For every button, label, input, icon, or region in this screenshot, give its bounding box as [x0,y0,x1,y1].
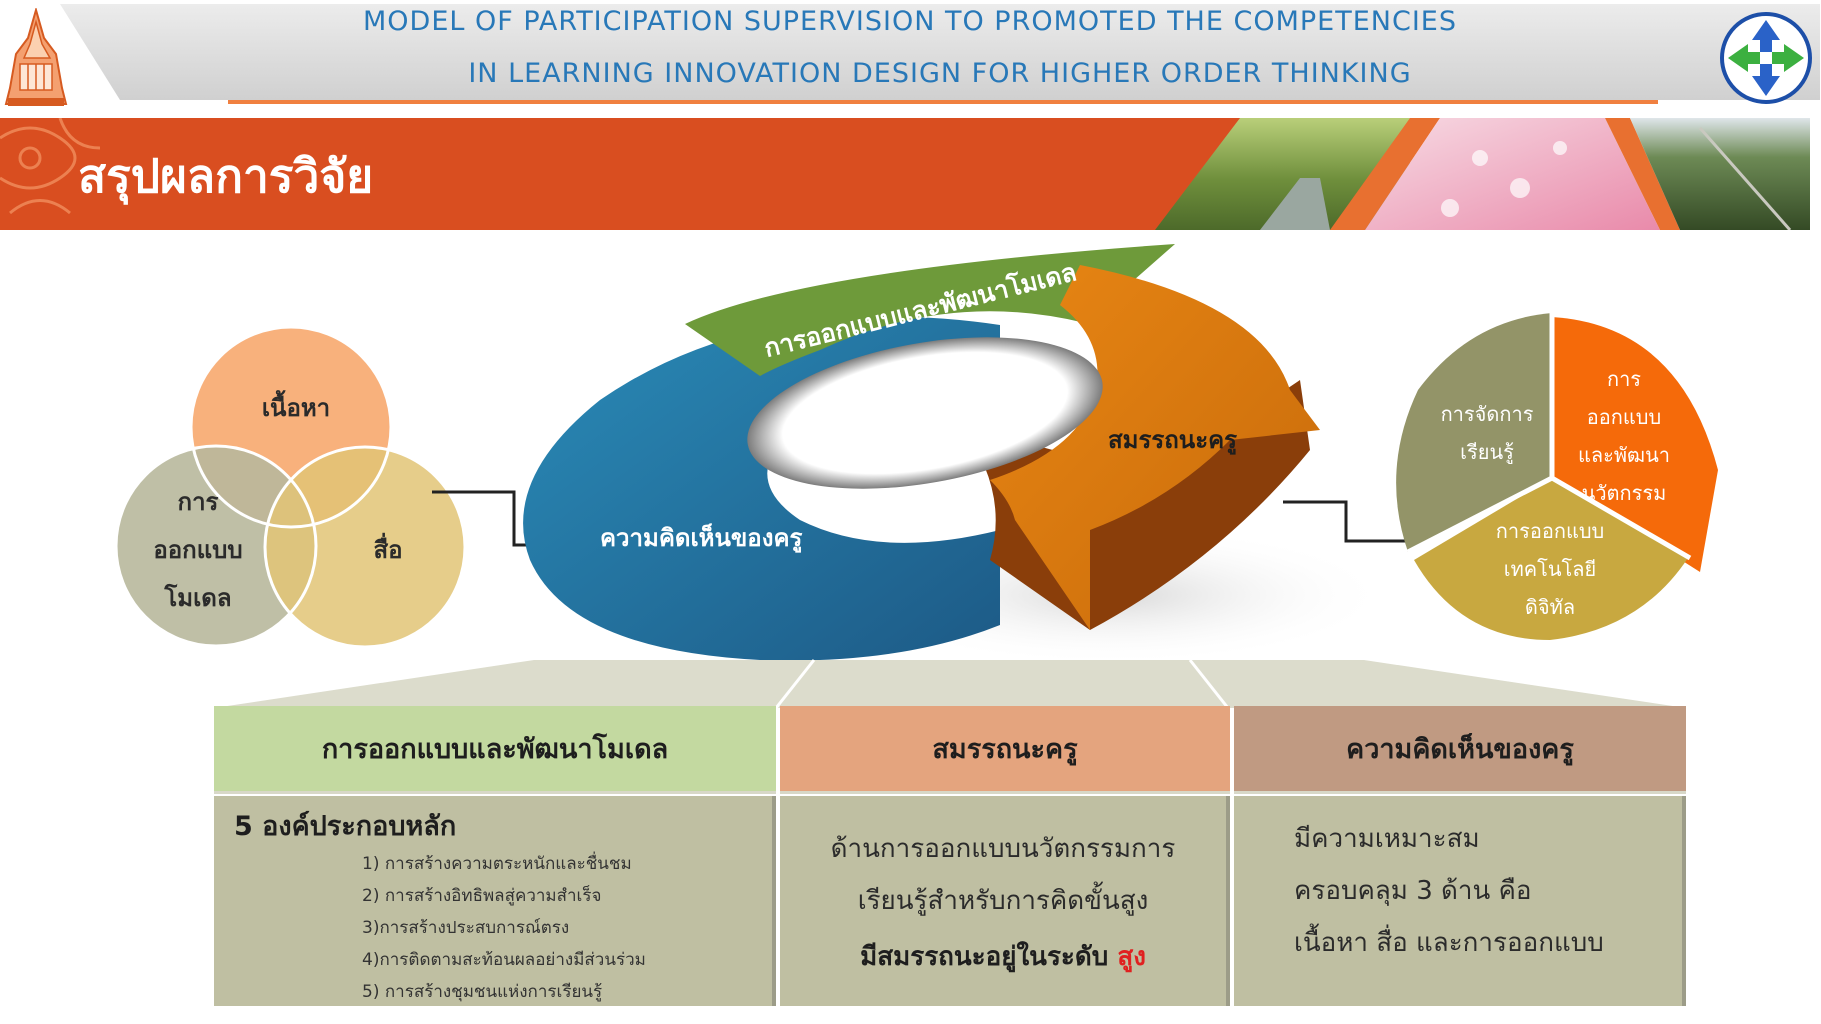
venn-label-media: สื่อ [373,536,403,564]
competency-line-3: มีสมรรถนะอยู่ในระดับ สูง [780,936,1226,977]
competency-level-value: สูง [1117,942,1146,972]
university-logo [4,8,68,106]
list-item: 1) การสร้างความตระหนักและชื่นชม [362,854,632,874]
venn-circle-media [265,447,465,647]
opinion-line-3: เนื้อหา สื่อ และการออกแบบ [1294,928,1604,958]
pie-label-learning-management: การจัดการ เรียนรู้ [1422,395,1552,471]
banner-title: สรุปผลการวิจัย [78,149,374,203]
list-item: 5) การสร้างชุมชนแห่งการเรียนรู้ [362,982,603,1002]
pie-label-digital-line-3: ดิจิทัล [1524,595,1576,619]
panel-model-design: การออกแบบและพัฒนาโมเดล 5 องค์ประกอบหลัก … [214,706,776,1006]
pie-slice-innovation [1552,317,1718,572]
list-item: 2) การสร้างอิทธิพลสู่ความสำเร็จ [362,886,602,906]
list-item: 3)การสร้างประสบการณ์ตรง [362,918,570,938]
pie-label-digital-line-2: เทคโนโลยี [1503,557,1597,581]
ring-segment-model-design [685,244,1175,376]
pie-label-innovation-line-3: และพัฒนา [1577,443,1671,467]
pie-label-digital-technology: การออกแบบ เทคโนโลยี ดิจิทัล [1480,512,1620,626]
venn-circle-design [116,446,316,646]
panel-projection [214,659,1686,708]
venn-label-design-line-3: โมเดล [164,584,232,612]
pie-slice-learning-management [1396,313,1552,552]
pie-label-learning-line-2: เรียนรู้ [1460,440,1514,464]
components-list: 1) การสร้างความตระหนักและชื่นชม 2) การสร… [362,848,646,1008]
opinion-line-2: ครอบคลุม 3 ด้าน คือ [1294,876,1532,906]
venn-label-content: เนื้อหา [261,394,331,422]
competency-level-label: มีสมรรถนะอยู่ในระดับ [860,942,1109,972]
ring-segment-teacher-opinion [523,316,1000,661]
competency-line-2: เรียนรู้สำหรับการคิดขั้นสูง [857,886,1149,916]
pie-label-innovation-line-2: ออกแบบ [1586,405,1662,429]
pie-label-digital-line-1: การออกแบบ [1495,519,1605,543]
header-banner [60,4,1820,104]
panel-model-design-body: 5 องค์ประกอบหลัก 1) การสร้างความตระหนักแ… [214,796,776,1006]
panel-model-design-header: การออกแบบและพัฒนาโมเดล [214,706,776,794]
panel-teacher-opinion-body: มีความเหมาะสม ครอบคลุม 3 ด้าน คือ เนื้อห… [1234,796,1686,1006]
panel-teacher-competency: สมรรถนะครู ด้านการออกแบบนวัตกรรมการ เรีย… [780,706,1230,1006]
model-diagram [114,244,1718,665]
competency-line-1: ด้านการออกแบบนวัตกรรมการ [830,834,1176,864]
venn-label-design-line-2: ออกแบบ [153,536,243,564]
connector-right [1283,500,1410,543]
list-item: 4)การติดตามสะท้อนผลอย่างมีส่วนร่วม [362,950,646,970]
title-banner [0,118,1810,230]
ring-segment-teacher-competency [990,265,1320,630]
ring-hole [747,337,1103,489]
pie-label-innovation-line-1: การ [1606,367,1642,391]
venn-label-design: การ ออกแบบ โมเดล [128,478,268,622]
ring-label-teacher-opinion: ความคิดเห็นของครู [600,524,803,552]
panel-teacher-competency-body: ด้านการออกแบบนวัตกรรมการ เรียนรู้สำหรับก… [780,796,1230,1006]
opinion-line-1: มีความเหมาะสม [1294,824,1480,854]
panel-teacher-opinion: ความคิดเห็นของครู มีความเหมาะสม ครอบคลุม… [1234,706,1686,1006]
header-title-line-1: MODEL OF PARTICIPATION SUPERVISION TO PR… [362,6,1458,37]
pie-label-learning-line-1: การจัดการ [1440,402,1534,426]
pie-label-innovation: การ ออกแบบ และพัฒนา นวัตกรรม [1562,360,1686,512]
panel-teacher-competency-header: สมรรถนะครู [780,706,1230,794]
components-heading: 5 องค์ประกอบหลัก [234,811,457,842]
panel-teacher-opinion-header: ความคิดเห็นของครู [1234,706,1686,794]
ring-label-teacher-competency: สมรรถนะครู [1108,426,1238,454]
header-title-line-2: IN LEARNING INNOVATION DESIGN FOR HIGHER… [468,58,1412,89]
venn-label-design-line-1: การ [177,488,219,516]
pie-label-innovation-line-4: นวัตกรรม [1581,481,1667,505]
faculty-logo [1720,12,1812,104]
